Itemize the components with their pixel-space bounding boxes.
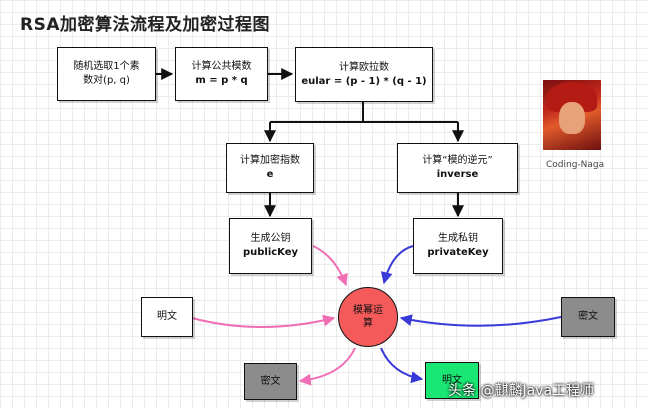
node-modulus-line2: m = p * q [195,75,248,86]
arrow-plaintext-to-modexp [191,314,336,328]
arrow-modexp-to-ciphertext [298,347,356,386]
node-pick-primes-line1: 随机选取1个素 [73,61,140,72]
arrow-private-key-to-modexp [380,245,414,285]
node-ciphertext-in: 密文 [561,297,615,337]
node-exponent-line1: 计算加密指数 [240,155,300,166]
node-pick-primes-line2: 数对(p, q) [83,75,130,86]
node-ciphertext-out: 密文 [244,363,297,400]
node-ciphertext-in-label: 密文 [578,311,598,322]
diagram-title: RSA加密算法流程及加密过程图 [20,15,270,35]
arrow-ciphertext-to-modexp [399,314,562,327]
watermark-text: 头条 @麒麟Java工程师 [448,383,595,399]
node-euler: 计算欧拉数 eular = (p - 1) * (q - 1) [295,47,433,102]
node-ciphertext-out-label: 密文 [260,375,281,387]
node-exponent: 计算加密指数 e [226,143,314,193]
arrow-modexp-to-plaintext [380,347,424,384]
node-euler-line1: 计算欧拉数 [339,61,389,73]
avatar-face [559,102,585,134]
node-public-key: 生成公钥 publicKey [229,218,312,274]
node-pick-primes: 随机选取1个素 数对(p, q) [57,47,156,101]
node-inverse-line2: inverse [436,169,479,180]
node-plaintext-in: 明文 [141,297,193,337]
node-public-key-line2: publicKey [242,247,299,258]
avatar-caption: Coding-Naga [546,160,605,170]
node-inverse: 计算“模的逆元” inverse [397,143,518,193]
node-private-key: 生成私钥 privateKey [413,218,503,274]
arrow-euler-branch [270,102,458,123]
node-exponent-line2: e [266,169,274,180]
arrow-public-key-to-modexp [312,245,348,287]
node-modexp: 模幂运 算 [338,287,398,347]
node-modexp-line1: 模幂运 [353,305,383,316]
node-plaintext-out: 明文 [425,362,479,399]
node-private-key-line2: privateKey [427,247,489,258]
node-public-key-line1: 生成公钥 [250,233,291,244]
node-private-key-line1: 生成私钥 [438,233,478,244]
avatar-image [543,80,601,150]
node-modulus-line1: 计算公共模数 [191,61,252,72]
node-plaintext-out-label: 明文 [442,374,462,386]
node-modulus: 计算公共模数 m = p * q [175,47,268,101]
node-plaintext-in-label: 明文 [157,311,177,322]
node-inverse-line1: 计算“模的逆元” [422,155,493,166]
node-euler-line2: eular = (p - 1) * (q - 1) [301,75,427,87]
node-modexp-line2: 算 [363,318,373,329]
